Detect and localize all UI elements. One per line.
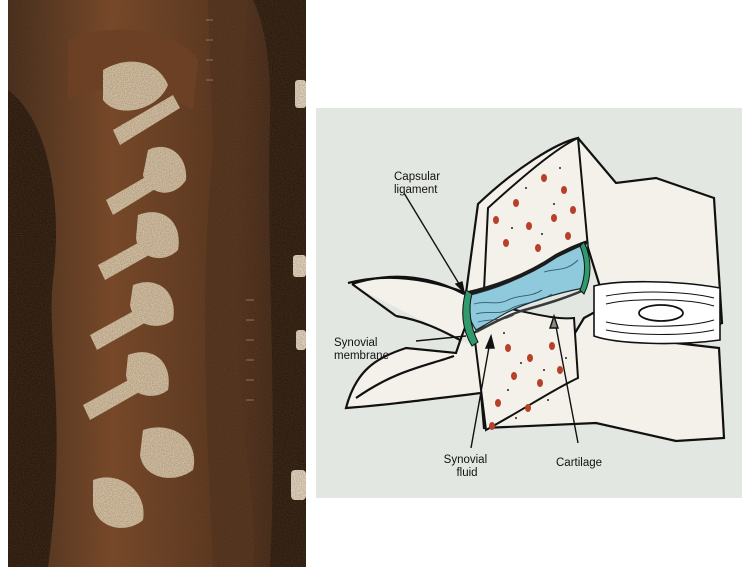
spine-sagittal-image	[8, 0, 306, 567]
facet-joint-graphic: Capsular ligament Synovial membrane Syno…	[316, 108, 742, 498]
label-capsular-ligament: Capsular ligament	[394, 171, 443, 196]
facet-joint-diagram: Capsular ligament Synovial membrane Syno…	[316, 108, 742, 498]
spine-image-graphic	[8, 0, 306, 567]
intervertebral-disc	[594, 282, 720, 344]
label-cartilage: Cartilage	[556, 457, 602, 469]
